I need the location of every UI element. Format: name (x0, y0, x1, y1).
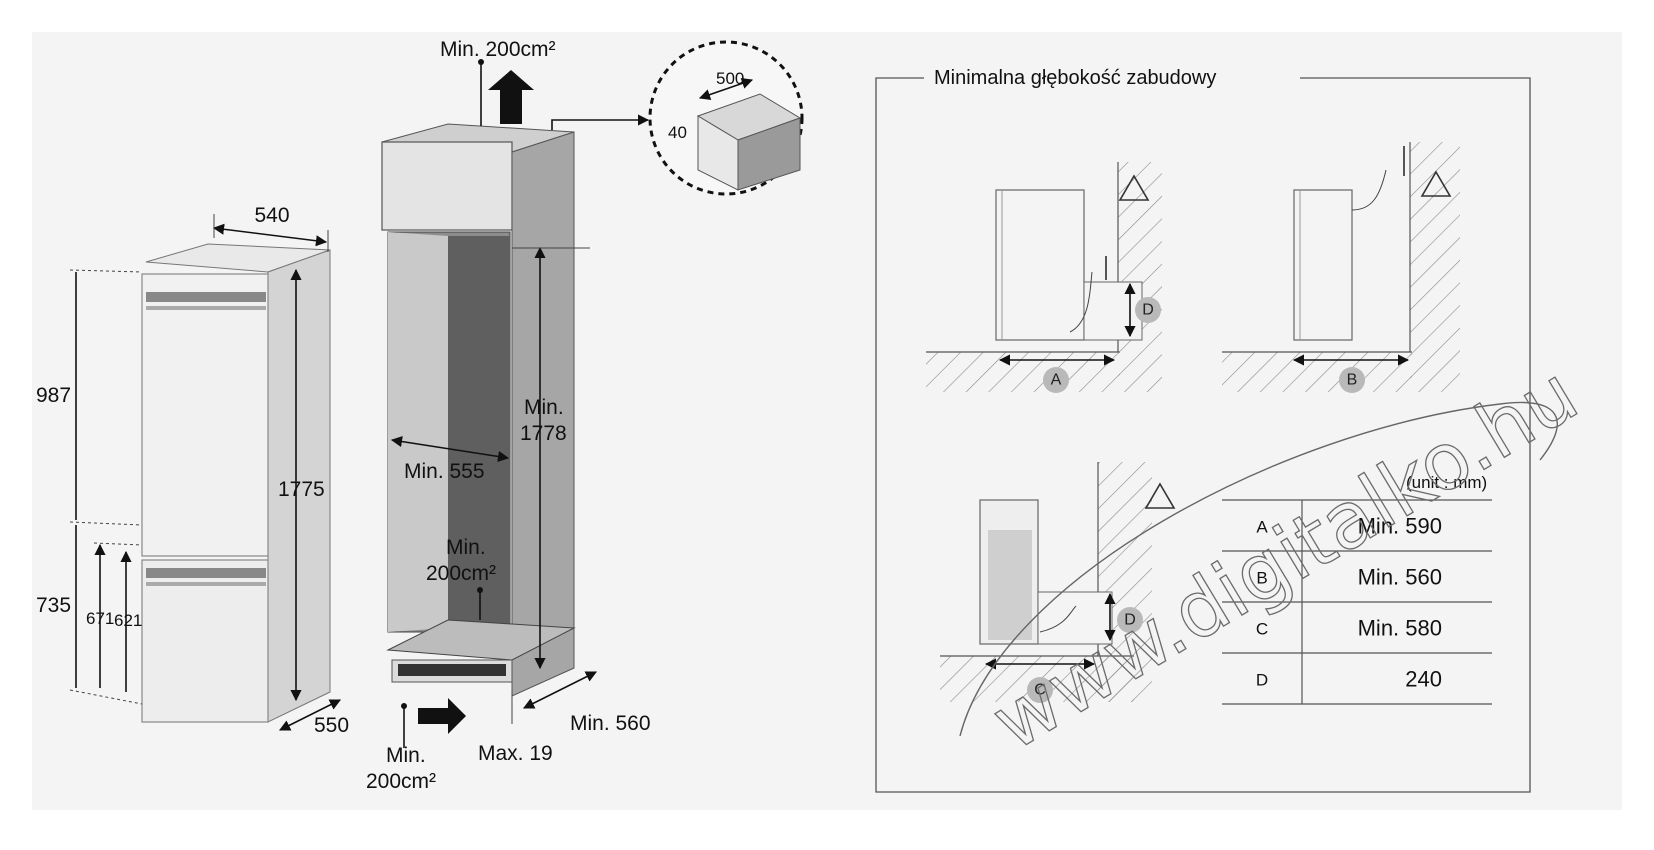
diagram-a: A D (926, 162, 1162, 393)
label-a: A (1051, 372, 1062, 389)
label-b: B (1347, 372, 1358, 389)
label-badge-d (1135, 297, 1161, 323)
back-vent-min: Min. (446, 536, 486, 559)
dim-depth-550: 550 (278, 699, 349, 737)
dim-label-987: 987 (36, 384, 71, 407)
dim-label-735: 735 (36, 594, 71, 617)
diagram-c: C D (940, 462, 1176, 703)
label-badge-c (1027, 677, 1053, 703)
dim-height-lower: 735 671 621 (36, 525, 142, 705)
front-vent-min: Min. (386, 744, 426, 767)
inner-width-label: Min. 555 (404, 460, 485, 483)
table-value-c: Min. 580 (1358, 616, 1442, 641)
label-badge-a (1043, 367, 1069, 393)
label-badge-b (1339, 367, 1365, 393)
dim-label-1775: 1775 (278, 478, 325, 501)
back-vent-value: 200cm² (426, 562, 496, 585)
dim-plinth-depth: Max. 19 Min. 560 (478, 671, 651, 765)
diagram-b: B (1222, 142, 1460, 393)
top-detail-callout: 500 40 (551, 40, 804, 196)
plinth-label: Max. 19 (478, 742, 553, 765)
table-value-d: 240 (1405, 667, 1442, 692)
dim-label-621: 621 (114, 611, 142, 630)
dim-inner-height: Min. 1778 (512, 246, 590, 670)
dim-height-987: 987 (36, 269, 143, 526)
inner-height-value: 1778 (520, 422, 567, 445)
min-depth-panel: Minimalna głębokość zabudowy A D (875, 67, 1531, 793)
top-vent-label: Min. 200cm² (440, 38, 556, 61)
table-key-c: C (1256, 620, 1268, 639)
dim-width-540: 540 (212, 204, 329, 252)
fridge-illustration (141, 243, 331, 723)
label-d2: D (1124, 612, 1136, 629)
back-vent-callout: Min. 200cm² (426, 536, 496, 620)
label-c: C (1034, 682, 1046, 699)
dim-height-1775: 1775 (278, 268, 325, 702)
detail-label-40: 40 (668, 123, 687, 142)
label-badge-d2 (1117, 607, 1143, 633)
dim-label-540: 540 (254, 204, 289, 227)
table-key-b: B (1256, 569, 1267, 588)
unit-label: (unit : mm) (1406, 473, 1487, 492)
label-d: D (1142, 302, 1154, 319)
front-vent-value: 200cm² (366, 770, 436, 793)
cabinet-illustration (381, 123, 576, 697)
detail-label-500: 500 (716, 69, 744, 88)
front-vent-callout: Min. 200cm² (366, 698, 466, 793)
panel-title: Minimalna głębokość zabudowy (934, 67, 1216, 89)
dim-label-550: 550 (314, 714, 349, 737)
inner-height-min: Min. (524, 396, 564, 419)
dim-inner-width: Min. 555 (390, 436, 510, 483)
table-value-a: Min. 590 (1358, 514, 1442, 539)
top-vent-arrow: Min. 200cm² (440, 38, 556, 126)
cabinet-depth-label: Min. 560 (570, 712, 651, 735)
dim-label-671: 671 (86, 609, 114, 628)
table-key-d: D (1256, 671, 1268, 690)
table-key-a: A (1256, 518, 1268, 537)
table-value-b: Min. 560 (1358, 565, 1442, 590)
